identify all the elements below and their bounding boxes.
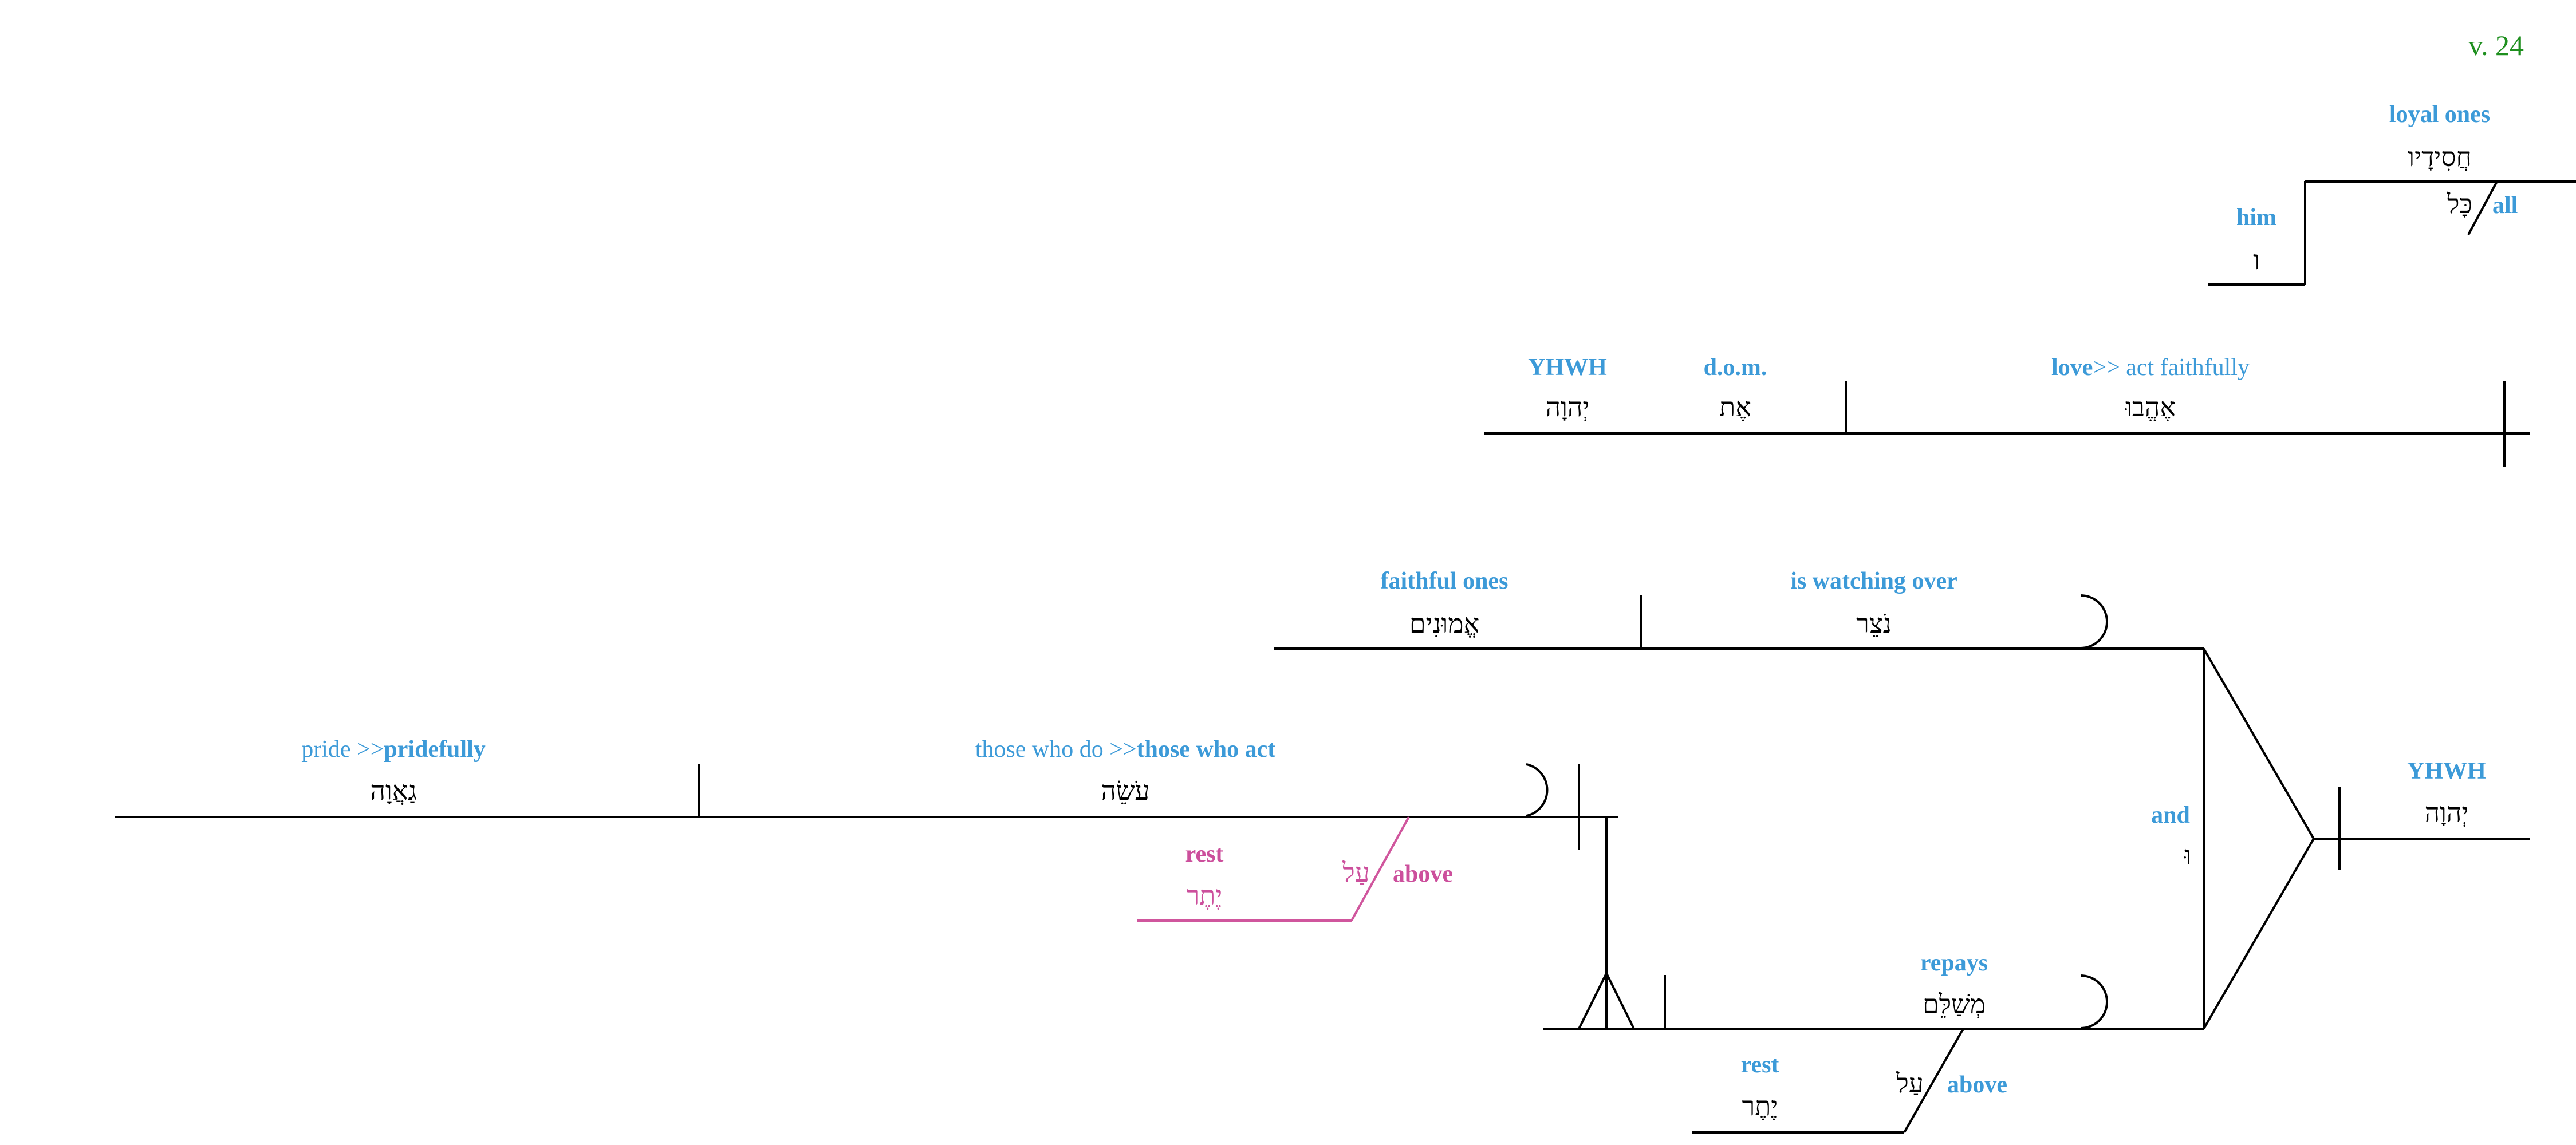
him-gloss: him	[2236, 204, 2276, 231]
love-gloss: love>> act faithfully	[2051, 354, 2250, 381]
love-clause: love>> act faithfully אֶהֱבוּ d.o.m. אֶת…	[1484, 354, 2530, 467]
repay-rest-hebrew: יֶתֶר	[1742, 1091, 1778, 1122]
verse-label: v. 24	[2468, 29, 2524, 61]
doer-participle-arc	[1526, 763, 1549, 817]
and-gloss: and	[2151, 802, 2190, 828]
love-gloss-bold: love	[2051, 354, 2093, 381]
doer-gloss-normal: those who do >>	[975, 736, 1137, 763]
doer-hebrew: עֹשֵׂה	[1101, 775, 1149, 806]
all-hebrew: כָּל	[2447, 188, 2472, 219]
love-gloss-rest: >> act faithfully	[2093, 354, 2250, 381]
fork-lower	[2203, 838, 2315, 1030]
pride-gloss: pride >>pridefully	[301, 736, 486, 763]
loyal-ones-gloss: loyal ones	[2389, 101, 2490, 128]
repay-above-gloss: above	[1947, 1072, 2007, 1098]
loyal-ones-hebrew: חֲסִידָיו	[2408, 141, 2471, 172]
pride-hebrew: גַאֲוָה	[370, 775, 416, 806]
pride-gloss-bold: pridefully	[384, 736, 485, 763]
repays-gloss: repays	[1920, 950, 1988, 976]
repay-prep-slant	[1903, 1028, 1964, 1133]
repay-clause: repays מְשַׁלֵּם above עַל rest יֶתֶר	[1543, 950, 2204, 1134]
repay-above-hebrew: עַל	[1896, 1068, 1924, 1099]
repays-hebrew: מְשַׁלֵּם	[1923, 989, 1986, 1020]
subject-gloss: YHWH	[2407, 758, 2486, 784]
repay-rest-gloss: rest	[1741, 1052, 1779, 1078]
doer-rest-hebrew: יֶתֶר	[1187, 880, 1223, 911]
love-object-hebrew: יְהוָה	[1546, 392, 1590, 423]
quantifier-slant	[2467, 181, 2498, 235]
doer-gloss-bold: those who act	[1137, 736, 1276, 763]
doer-above-gloss: above	[1393, 861, 1453, 887]
doer-rest-gloss: rest	[1185, 841, 1224, 867]
dom-gloss: d.o.m.	[1704, 354, 1767, 381]
doer-stilt-base	[1578, 970, 1635, 1029]
watch-hebrew: נֹצֵר	[1856, 608, 1892, 639]
doer-above-hebrew: עַל	[1342, 857, 1370, 888]
love-object-gloss: YHWH	[1528, 354, 1607, 381]
faithful-ones-hebrew: אֱמוּנִים	[1409, 608, 1479, 639]
all-gloss: all	[2492, 192, 2518, 219]
doer-gloss: those who do >>those who act	[975, 736, 1276, 763]
fork-upper	[2203, 647, 2315, 840]
loyal-ones-clause: loyal ones חֲסִידָיו all כָּל him ו	[2208, 101, 2576, 286]
pride-gloss-normal: pride >>	[301, 736, 384, 763]
repay-participle-arc	[2080, 974, 2108, 1029]
him-hebrew: ו	[2253, 244, 2260, 275]
and-hebrew: וּ	[2184, 840, 2191, 871]
subject-hebrew: יְהוָה	[2425, 797, 2469, 828]
doer-prep-slant	[1350, 816, 1410, 921]
watch-participle-arc	[2080, 594, 2108, 649]
watch-gloss: is watching over	[1790, 568, 1957, 594]
main-subject: YHWH יְהוָה and וּ	[2151, 647, 2530, 1030]
watch-clause: is watching over נֹצֵר faithful ones אֱמ…	[1274, 568, 2204, 650]
dom-hebrew: אֶת	[1719, 392, 1751, 423]
faithful-ones-gloss: faithful ones	[1381, 568, 1508, 594]
doer-clause: those who do >>those who act עֹשֵׂה prid…	[115, 736, 1635, 1029]
love-hebrew: אֶהֱבוּ	[2125, 392, 2176, 423]
